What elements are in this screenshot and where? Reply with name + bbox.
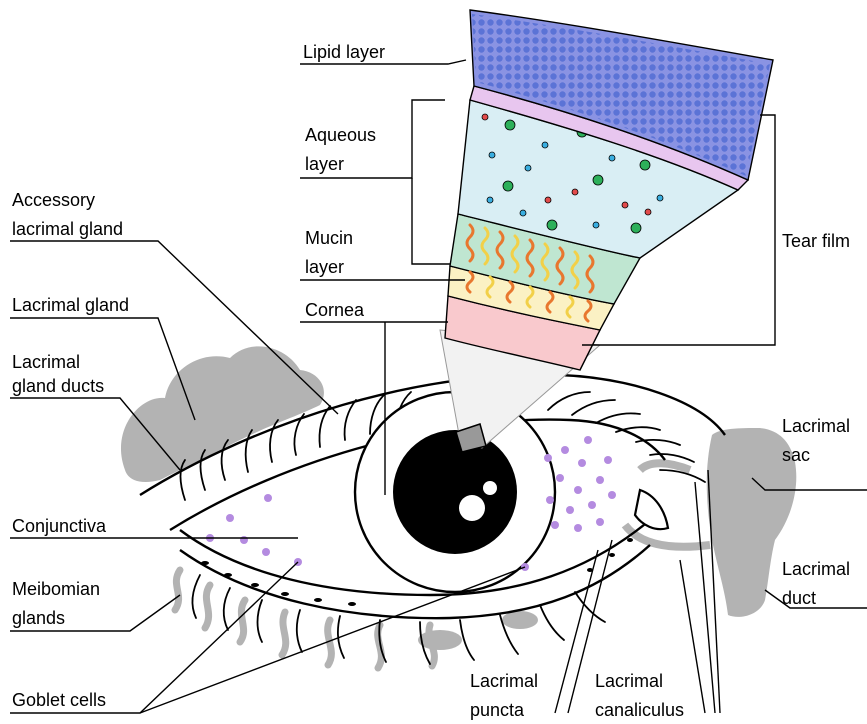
caruncle-shape [635,490,668,529]
aqueous-layer-label-line1: Aqueous [305,125,376,145]
lacrimal-gland-label: Lacrimal gland [12,295,129,315]
accessory-lacrimal-gland-label-line2: lacrimal gland [12,219,123,239]
lower-lashes-shadow [175,570,434,668]
lacrimal-gland-shape [121,346,324,482]
accessory-lacrimal-gland-label-line1: Accessory [12,190,95,210]
cornea-label: Cornea [305,300,365,320]
lipid-layer-label: Lipid layer [303,42,385,62]
lacrimal-gland-ducts-label-line2: gland ducts [12,376,104,396]
meibomian-glands-label-line1: Meibomian [12,579,100,599]
lacrimal-puncta-label-line2: puncta [470,700,525,720]
conjunctiva-label: Conjunctiva [12,516,107,536]
mucin-layer-label-line2: layer [305,257,344,277]
pupil-highlight-small [483,481,497,495]
lacrimal-duct-label-line2: duct [782,588,816,608]
lacrimal-sac-label-line2: sac [782,445,810,465]
lacrimal-puncta-label-line1: Lacrimal [470,671,538,691]
tear-film-label: Tear film [782,231,850,251]
meibomian-glands-label-line2: glands [12,608,65,628]
lacrimal-canaliculus-label-line1: Lacrimal [595,671,663,691]
lacrimal-canaliculus-label-line2: canaliculus [595,700,684,720]
aqueous-layer-label-line2: layer [305,154,344,174]
goblet-cells-label: Goblet cells [12,690,106,710]
lacrimal-sac-label-line1: Lacrimal [782,416,850,436]
pupil-highlight-large [459,495,485,521]
pupil [393,430,517,554]
lacrimal-gland-ducts-label-line1: Lacrimal [12,352,80,372]
lacrimal-duct-label-line1: Lacrimal [782,559,850,579]
mucin-layer-label-line1: Mucin [305,228,353,248]
